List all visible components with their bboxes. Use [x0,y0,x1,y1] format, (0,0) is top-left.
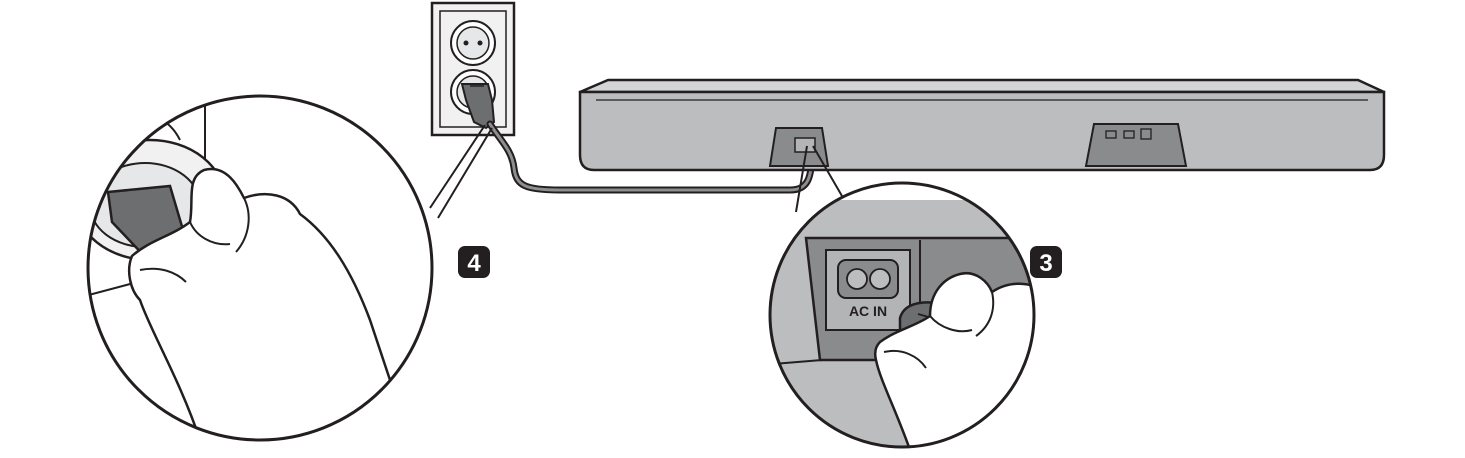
step-badge-3: 3 [1030,246,1062,278]
soundbar [578,78,1386,172]
step-number-4: 4 [467,250,481,277]
power-cord [486,120,816,194]
ac-in-recess [768,127,830,167]
upper-socket [450,20,496,66]
ac-in-label: AC IN [849,303,887,319]
callout-lines [429,124,843,219]
wall-outlet [430,1,516,137]
ac-in-zoom: AC IN [768,181,1036,449]
step-number-3: 3 [1039,250,1052,277]
rear-ports-recess [1084,123,1188,167]
step-badge-4: 4 [458,246,490,278]
wall-plug-zoom [86,94,434,442]
